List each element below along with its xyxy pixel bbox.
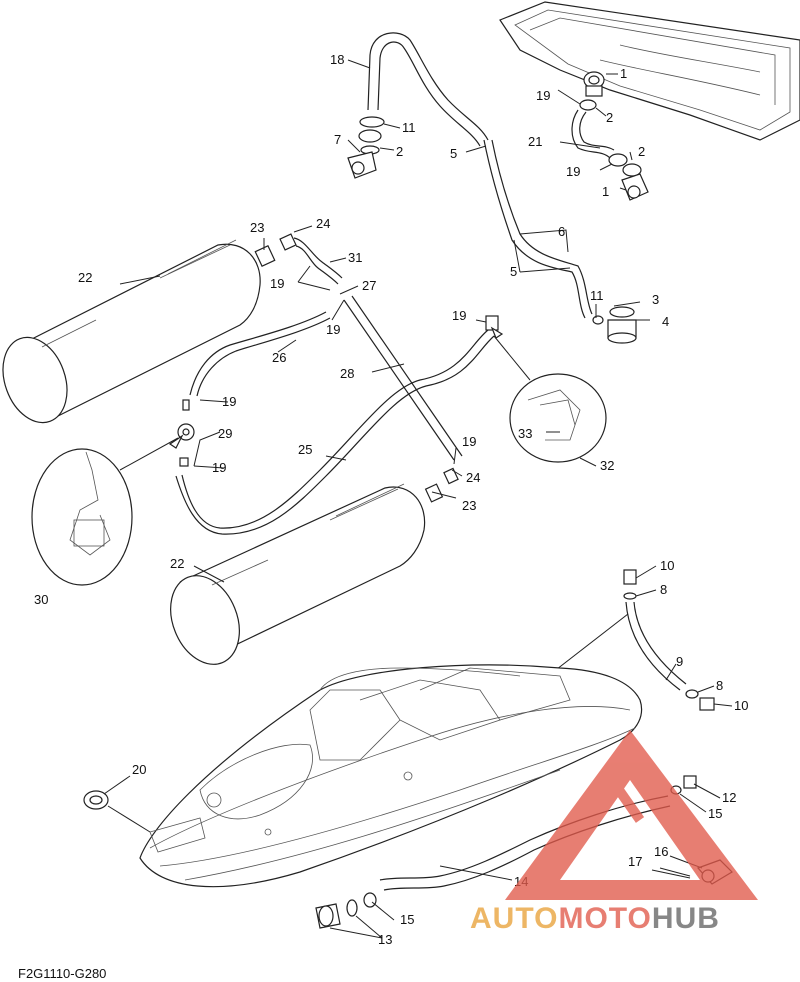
hose-5 [483,139,593,319]
label-19a: 19 [536,88,550,103]
label-33: 33 [518,426,532,441]
label-28: 28 [340,366,354,381]
detail-circle-32 [490,326,607,463]
label-19f: 19 [222,394,236,409]
label-16: 16 [654,844,668,859]
vent-fitting-right [608,153,649,201]
label-12: 12 [722,790,736,805]
label-13: 13 [378,932,392,947]
hose-21 [571,99,615,159]
label-10b: 10 [734,698,748,713]
label-7: 7 [334,132,341,147]
label-23a: 23 [250,220,264,235]
label-22b: 22 [170,556,184,571]
label-2a: 2 [606,110,613,125]
label-29: 29 [218,426,232,441]
label-15b: 15 [400,912,414,927]
label-24b: 24 [466,470,480,485]
hose-9 [529,569,715,711]
label-5a: 5 [450,146,457,161]
label-24a: 24 [316,216,330,231]
hose-26 [189,311,331,397]
label-2c: 2 [396,144,403,159]
fitting-top [583,71,605,97]
label-1a: 1 [620,66,627,81]
hose-28 [343,295,463,461]
drain-fitting-13 [315,892,377,929]
label-19e: 19 [452,308,466,323]
label-15a: 15 [708,806,722,821]
label-22a: 22 [78,270,92,285]
vent-20 [83,790,151,833]
hose-25 [175,315,499,535]
label-20: 20 [132,762,146,777]
label-8b: 8 [716,678,723,693]
label-18: 18 [330,52,344,67]
hose-14 [379,795,671,891]
detail-circle-30 [31,434,184,586]
label-8a: 8 [660,582,667,597]
label-11b: 11 [590,288,604,303]
label-5b: 5 [510,264,517,279]
label-30: 30 [34,592,48,607]
label-19c: 19 [270,276,284,291]
air-tank-lower [170,483,426,665]
label-21: 21 [528,134,542,149]
label-3: 3 [652,292,659,307]
label-19h: 19 [462,434,476,449]
label-6: 6 [558,224,565,239]
label-9: 9 [676,654,683,669]
tank-fitting-upper [254,233,343,285]
check-valve-29 [177,399,195,467]
air-tank-upper [2,239,261,424]
watermark-triangle [505,730,758,900]
label-19b: 19 [566,164,580,179]
drawing-code: F2G1110-G280 [18,966,106,981]
watermark-auto: AUTOMOTOHUB [470,902,720,935]
hose-18 [367,32,489,147]
label-27: 27 [362,278,376,293]
label-31: 31 [348,250,362,265]
vent-fitting-cluster [347,116,385,179]
deck-frame [499,1,800,141]
label-23b: 23 [462,498,476,513]
label-2b: 2 [638,144,645,159]
label-19d: 19 [326,322,340,337]
label-25: 25 [298,442,312,457]
leader-lines [103,59,733,939]
label-10a: 10 [660,558,674,573]
label-1b: 1 [602,184,609,199]
label-26: 26 [272,350,286,365]
watermark-logo: AUTOMOTOHUB [470,730,758,935]
label-4: 4 [662,314,669,329]
boat-hull [139,664,643,888]
label-11a: 11 [402,120,416,135]
label-17: 17 [628,854,642,869]
filter-canister [592,306,637,344]
label-19g: 19 [212,460,226,475]
label-32: 32 [600,458,614,473]
